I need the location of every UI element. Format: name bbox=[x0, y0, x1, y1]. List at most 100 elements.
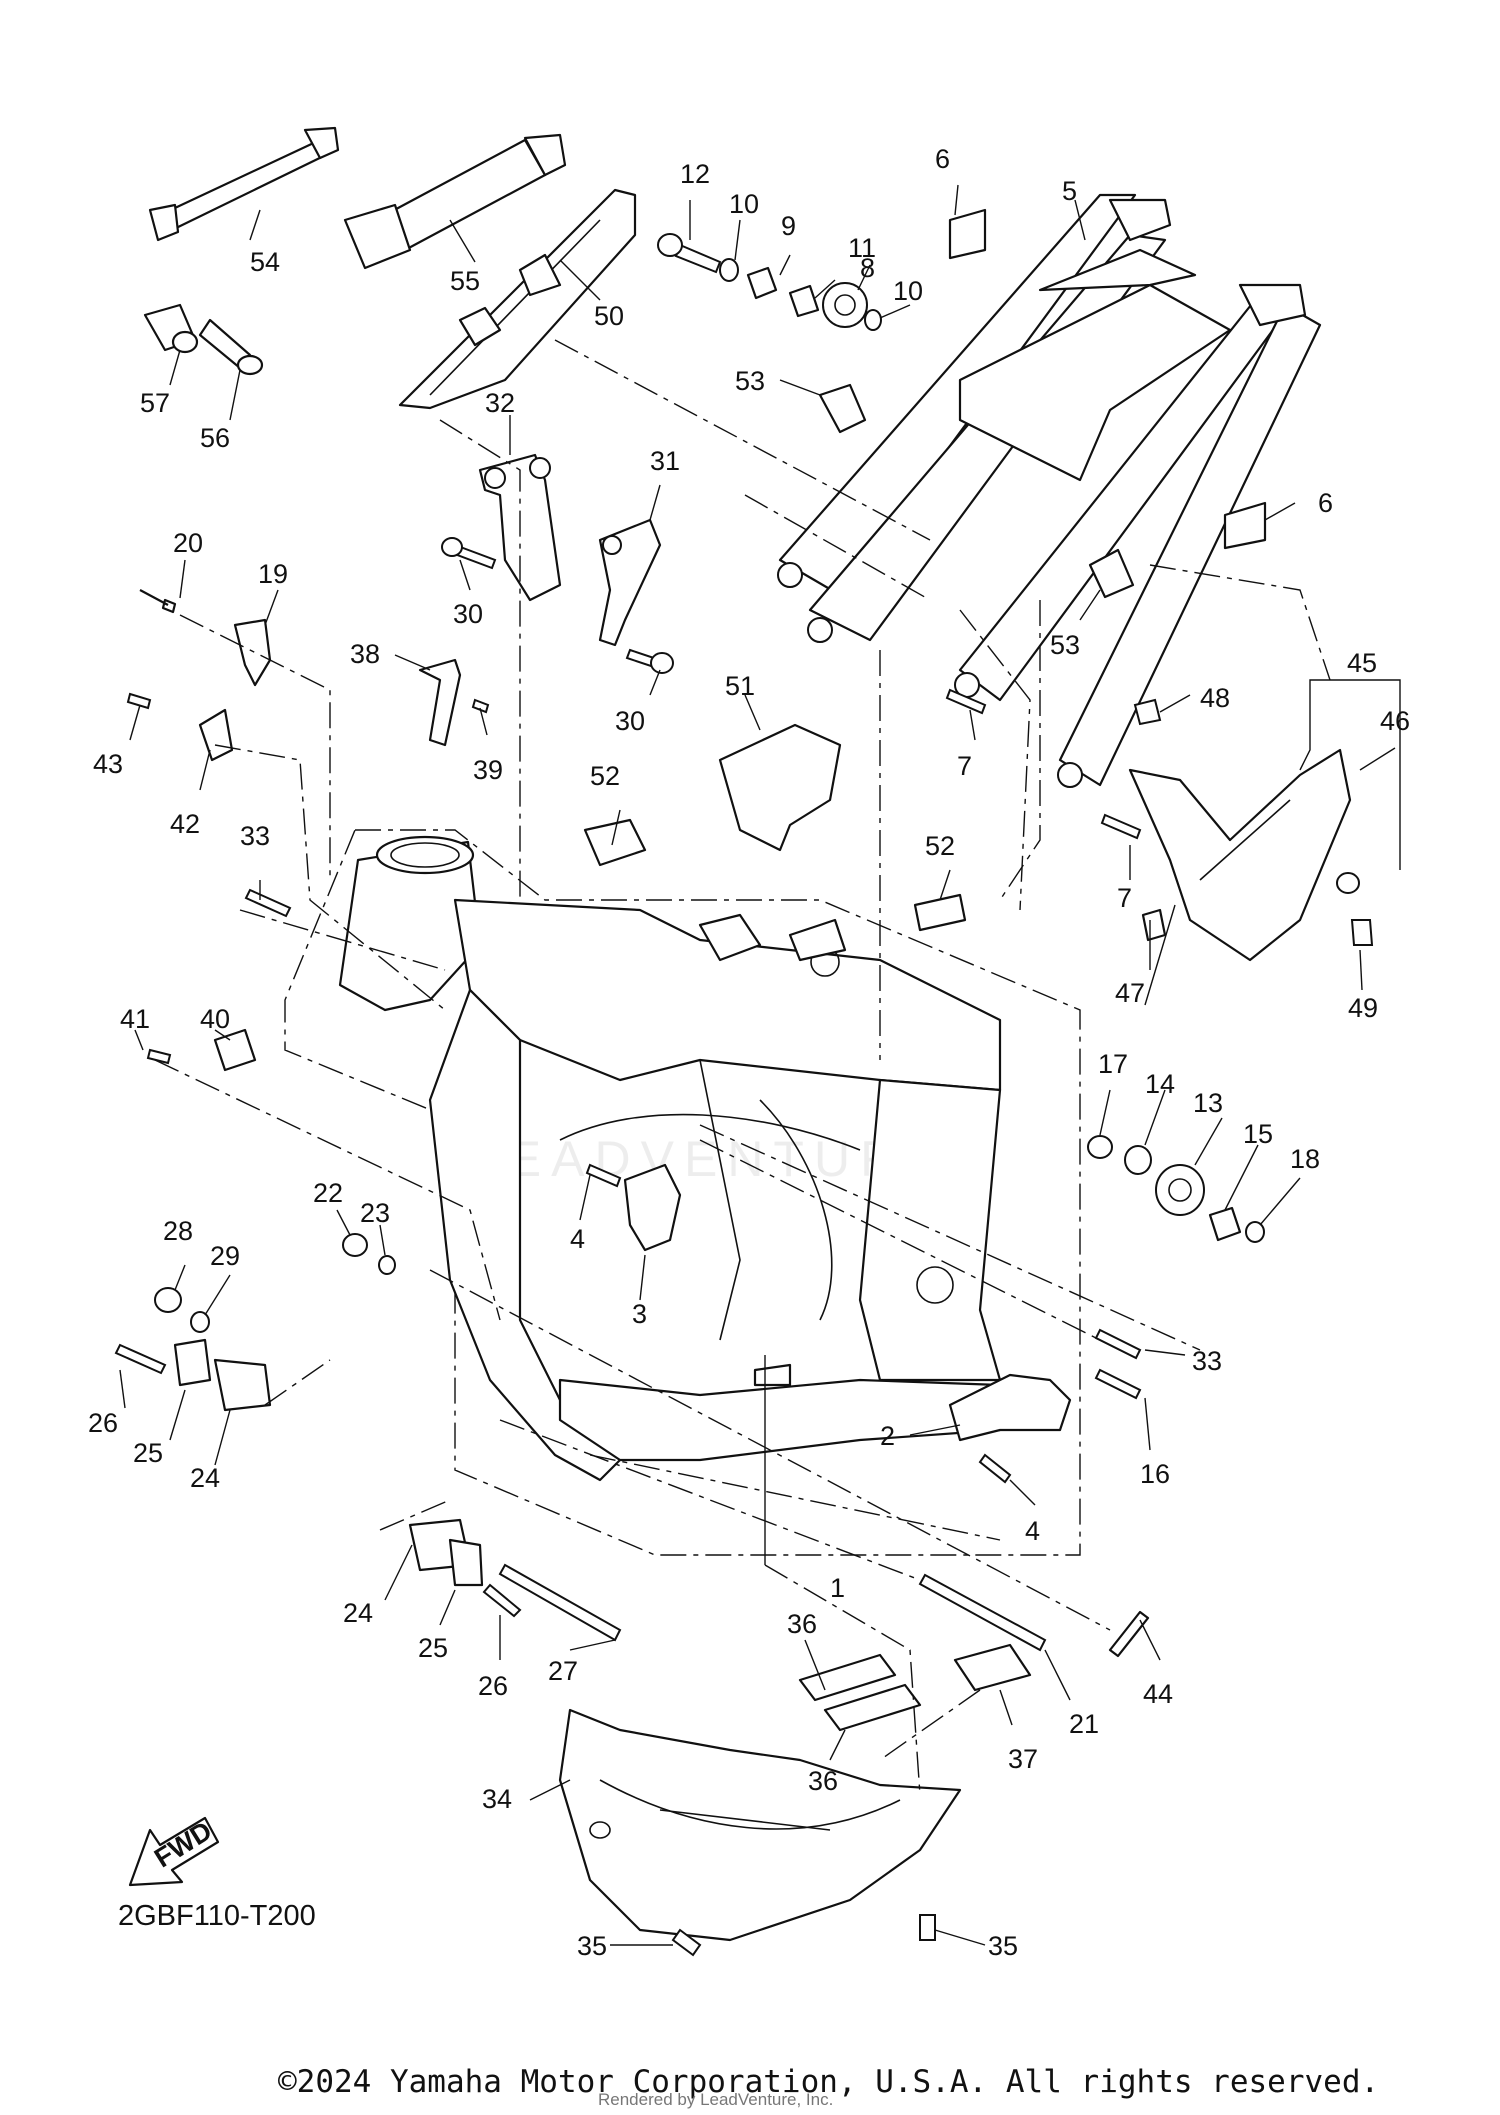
callout-2: 2 bbox=[880, 1421, 895, 1451]
washer-18 bbox=[1245, 1221, 1265, 1243]
clamp-42 bbox=[198, 708, 234, 762]
callout-21: 21 bbox=[1069, 1709, 1099, 1739]
callout-33a: 33 bbox=[240, 821, 270, 851]
callout-23: 23 bbox=[360, 1198, 390, 1228]
callout-3: 3 bbox=[632, 1299, 647, 1329]
frame-assembly-boundary bbox=[284, 829, 1081, 1556]
screw-39 bbox=[471, 698, 490, 714]
washer-14 bbox=[1124, 1145, 1152, 1175]
bolt-26a bbox=[114, 1343, 167, 1375]
clamp-53b bbox=[1088, 548, 1135, 599]
holder-38 bbox=[418, 658, 462, 747]
callout-17: 17 bbox=[1098, 1049, 1128, 1079]
callout-25a: 25 bbox=[133, 1438, 163, 1468]
callout-48: 48 bbox=[1200, 683, 1230, 713]
engine-bracket-3 bbox=[623, 1163, 682, 1252]
nut-tool-57 bbox=[143, 303, 199, 354]
callout-26b: 26 bbox=[478, 1671, 508, 1701]
pivot-bolt-12 bbox=[657, 233, 722, 274]
pin-44 bbox=[1108, 1610, 1150, 1658]
callout-46: 46 bbox=[1380, 706, 1410, 736]
callout-35b: 35 bbox=[988, 1931, 1018, 1961]
skid-plate-34 bbox=[558, 1708, 962, 1942]
bearing-8 bbox=[822, 282, 868, 328]
washer-10b bbox=[864, 309, 882, 331]
pin-20 bbox=[139, 589, 177, 614]
callout-43: 43 bbox=[93, 749, 123, 779]
bolt-41 bbox=[146, 1048, 172, 1065]
bolt-35a bbox=[671, 1928, 702, 1957]
callout-20: 20 bbox=[173, 528, 203, 558]
bolt-49 bbox=[1350, 919, 1374, 946]
callout-7a: 7 bbox=[957, 751, 972, 781]
leader-lines bbox=[119, 184, 1401, 1946]
callout-51: 51 bbox=[725, 671, 755, 701]
watermark-logo: LEADVENTURE bbox=[470, 1131, 950, 1187]
callout-50: 50 bbox=[594, 301, 624, 331]
bracket-2 bbox=[948, 1373, 1072, 1442]
bolt-30b bbox=[625, 648, 674, 674]
clip-19 bbox=[233, 618, 272, 687]
callout-1: 1 bbox=[830, 1573, 845, 1603]
collar-9 bbox=[746, 266, 778, 300]
bolt-33a bbox=[244, 888, 292, 918]
plate-24a bbox=[213, 1358, 272, 1412]
callout-12: 12 bbox=[680, 159, 710, 189]
callout-52a: 52 bbox=[590, 761, 620, 791]
plate-25b bbox=[448, 1538, 484, 1587]
callout-45: 45 bbox=[1347, 648, 1377, 678]
side-cover-45 bbox=[1128, 748, 1352, 962]
chain-guide-50 bbox=[398, 188, 637, 410]
collar-15 bbox=[1208, 1206, 1242, 1242]
callout-30b: 30 bbox=[615, 706, 645, 736]
callout-5: 5 bbox=[1062, 176, 1077, 206]
callout-7b: 7 bbox=[1117, 883, 1132, 913]
callout-39: 39 bbox=[473, 755, 503, 785]
bolt-30a bbox=[441, 537, 497, 570]
pad-36b bbox=[823, 1683, 922, 1732]
callout-9: 9 bbox=[781, 211, 796, 241]
bolt-21 bbox=[918, 1573, 1047, 1652]
callout-40: 40 bbox=[200, 1004, 230, 1034]
callout-42: 42 bbox=[170, 809, 200, 839]
wrench-tool-55 bbox=[343, 133, 567, 270]
callout-13: 13 bbox=[1193, 1088, 1223, 1118]
cover-51 bbox=[718, 723, 842, 852]
callout-10b: 10 bbox=[893, 276, 923, 306]
callout-54: 54 bbox=[250, 247, 280, 277]
bushing-13 bbox=[1155, 1164, 1205, 1216]
clamp-52b bbox=[913, 893, 967, 932]
callout-53b: 53 bbox=[1050, 630, 1080, 660]
callout-24b: 24 bbox=[343, 1598, 373, 1628]
callout-8: 8 bbox=[860, 253, 875, 283]
bolt-43 bbox=[126, 692, 152, 710]
callout-labels: 54 55 57 56 50 12 10 9 11 8 10 6 5 53 6 … bbox=[88, 144, 1410, 1961]
callout-36b: 36 bbox=[808, 1766, 838, 1796]
bolt-4b bbox=[978, 1453, 1012, 1484]
sub-frame bbox=[777, 193, 1322, 788]
callout-27: 27 bbox=[548, 1656, 578, 1686]
callout-44: 44 bbox=[1143, 1679, 1173, 1709]
clamp-52a bbox=[583, 818, 647, 867]
callout-29: 29 bbox=[210, 1241, 240, 1271]
reference-lines bbox=[154, 339, 1331, 1796]
callout-24a: 24 bbox=[190, 1463, 220, 1493]
collar-11 bbox=[788, 284, 820, 318]
diagram-code: 2GBF110-T200 bbox=[118, 1900, 316, 1932]
callout-6a: 6 bbox=[935, 144, 950, 174]
main-frame bbox=[338, 835, 1002, 1482]
callout-11: 11 bbox=[848, 233, 876, 263]
fwd-arrow-icon: FWD bbox=[128, 1815, 220, 1887]
callout-28: 28 bbox=[163, 1216, 193, 1246]
callout-55: 55 bbox=[450, 266, 480, 296]
callout-25b: 25 bbox=[418, 1633, 448, 1663]
pad-37 bbox=[953, 1643, 1032, 1692]
callout-52b: 52 bbox=[925, 831, 955, 861]
callout-22: 22 bbox=[313, 1178, 343, 1208]
plate-25a bbox=[173, 1338, 212, 1387]
bolt-7b bbox=[1100, 813, 1142, 840]
bolt-7a bbox=[945, 688, 987, 715]
callout-37: 37 bbox=[1008, 1744, 1038, 1774]
callout-35a: 35 bbox=[577, 1931, 607, 1961]
